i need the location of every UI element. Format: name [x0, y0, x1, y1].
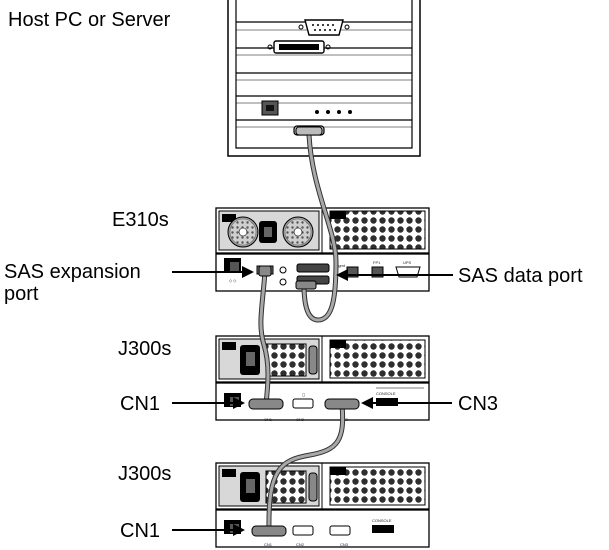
- e310s-port-mark: FP1: [373, 260, 381, 265]
- parallel-port: [267, 40, 331, 54]
- host-server: [227, 0, 421, 157]
- cable-connectors: [248, 126, 360, 537]
- e310s-port-mark: UPS: [403, 260, 412, 265]
- label-j300s-1: J300s: [118, 338, 171, 360]
- svg-text:◻: ◻: [302, 392, 305, 397]
- cn1-plug-1: [248, 398, 284, 410]
- j300s-enclosure-2: CN1 CN2 CN3 CONSOLE: [215, 462, 430, 548]
- label-sas-expansion: SAS expansion: [4, 261, 141, 283]
- e310s-enclosure: ◇ ◇ Mgmt FP1 UPS: [215, 207, 430, 292]
- cn1-plug-2: [251, 525, 287, 537]
- svg-text:◇ ◇: ◇ ◇: [229, 278, 237, 283]
- label-cn1-1: CN1: [120, 393, 160, 415]
- j300s-port-mark: CONSOLE: [372, 518, 392, 523]
- j300s-enclosure-1: CN1 CN2 CN3 ◻ CONSOLE: [215, 335, 430, 422]
- j300s-port-mark: CN2: [296, 542, 305, 547]
- j300s-port-mark: CN2: [296, 417, 305, 422]
- label-e310s: E310s: [112, 209, 169, 231]
- label-cn1-2: CN1: [120, 520, 160, 542]
- label-host: Host PC or Server: [8, 9, 171, 31]
- e310s-port-mark: Mgmt: [335, 263, 346, 268]
- sas-data-port-upper: [296, 263, 330, 273]
- sas-cables: [258, 132, 346, 533]
- psu-module: [218, 210, 320, 251]
- j300s-port-mark: CN1: [264, 542, 273, 547]
- cn3-plug: [324, 398, 360, 410]
- vga-port: [298, 19, 350, 36]
- callouts: Host PC or Server E310s SAS expansion po…: [4, 9, 583, 542]
- vent-grill: [329, 210, 426, 250]
- label-j300s-2: J300s: [118, 463, 171, 485]
- label-sas-expansion-port: port: [4, 283, 39, 305]
- label-sas-data-port: SAS data port: [458, 265, 583, 287]
- j300s-port-mark: CN1: [264, 417, 273, 422]
- network-port: [261, 100, 352, 116]
- j300s-port-mark: CONSOLE: [376, 391, 396, 396]
- label-cn3: CN3: [458, 393, 498, 415]
- j300s-port-mark: CN3: [340, 542, 349, 547]
